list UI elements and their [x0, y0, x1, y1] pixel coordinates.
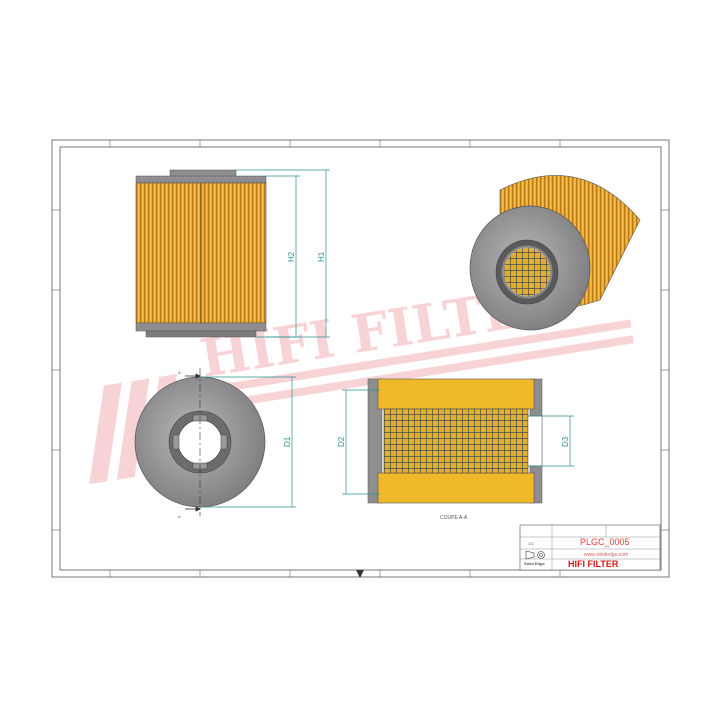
title-block: 1/1 Solid Edge PLGC_0005 www.solidedge.c…	[519, 524, 661, 571]
section-caption: COUPE A-A	[440, 515, 468, 521]
website: www.solidedge.com	[584, 552, 628, 558]
sheet-number: 1/1	[528, 541, 534, 546]
vendor-name: Solid Edge	[524, 561, 545, 566]
center-mark-icon	[356, 570, 364, 578]
dimension-h1-label: H1	[317, 251, 326, 262]
dimension-d3	[528, 415, 574, 467]
dimension-h2-label: H2	[287, 251, 296, 262]
dimension-h1	[236, 169, 330, 338]
section-view: D2 D3 COUPE A-A	[337, 378, 574, 521]
dimension-d3-label: D3	[561, 436, 570, 447]
isometric-view	[469, 175, 641, 331]
dimension-d1	[200, 376, 296, 508]
brand-name: HIFI FILTER	[568, 559, 619, 569]
section-marker-top: A	[178, 370, 181, 375]
section-arrow-icon	[185, 373, 201, 512]
section-marker-bottom: A	[178, 514, 181, 519]
projection-symbol-icon	[525, 550, 545, 560]
part-number: PLGC_0005	[580, 537, 630, 547]
front-view: H2 H1	[135, 169, 330, 338]
top-view: A A D1	[134, 368, 296, 519]
dimension-d2	[342, 389, 380, 495]
sheet-border	[51, 139, 670, 578]
dimension-d2-label: D2	[337, 436, 346, 447]
dimension-d1-label: D1	[283, 436, 292, 447]
